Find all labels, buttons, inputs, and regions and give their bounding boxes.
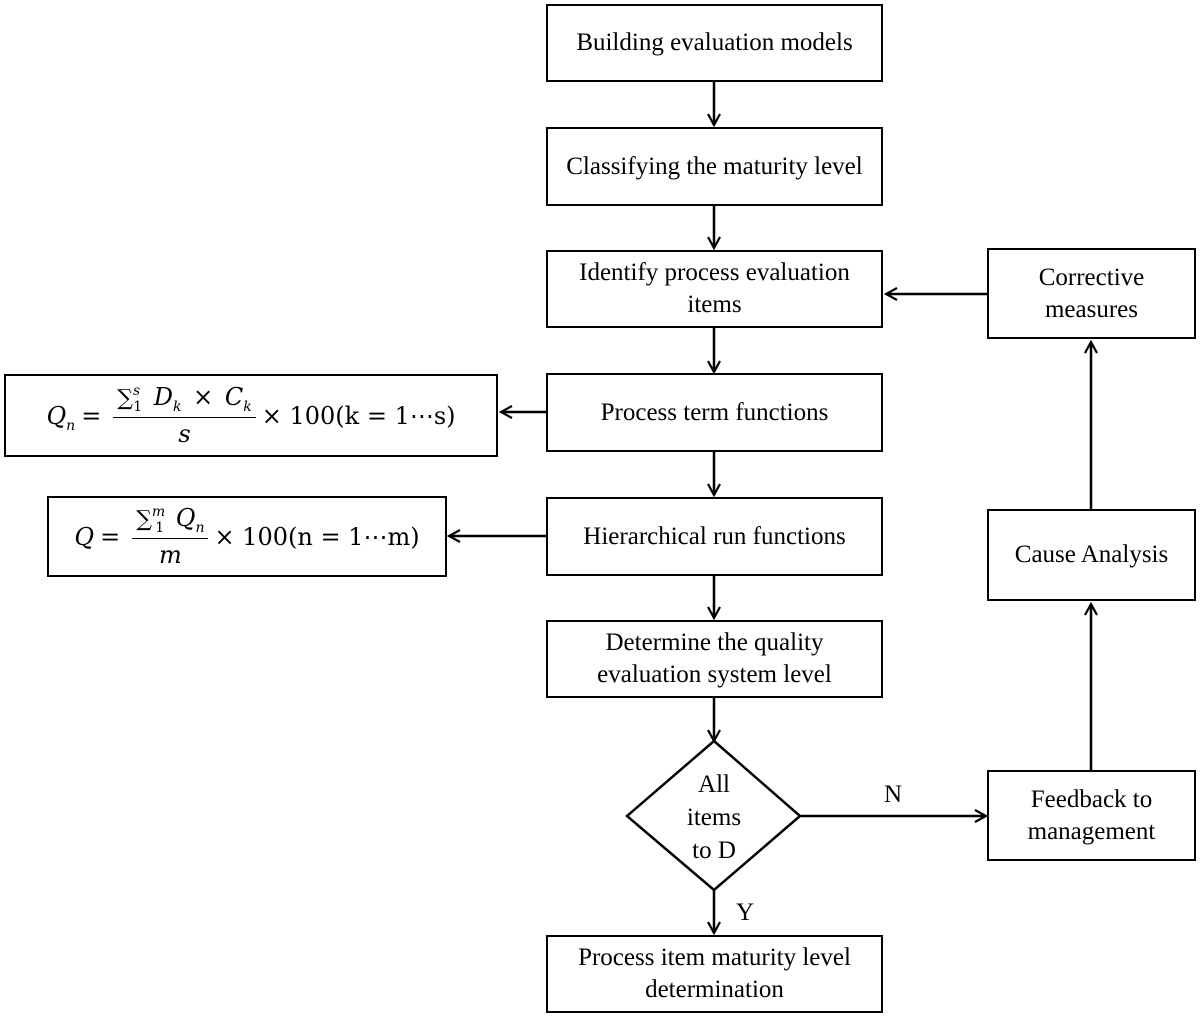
decision-label: All items to D	[664, 768, 764, 867]
node-building-evaluation-models: Building evaluation models	[546, 4, 883, 82]
node-building-label: Building evaluation models	[576, 29, 853, 56]
f1-equals: =	[81, 401, 102, 430]
f1-lhs: Qn	[46, 401, 76, 434]
decision-line-1: All	[698, 771, 730, 798]
decision-line-3: to D	[692, 837, 736, 864]
node-corrective-measures: Corrective measures	[987, 248, 1196, 339]
f2-tail: × 100(n = 1⋯m)	[214, 522, 420, 551]
node-cause-label: Cause Analysis	[1014, 541, 1169, 568]
node-corrective-label: Corrective measures	[1038, 263, 1145, 323]
node-identify-process-items: Identify process evaluation items	[546, 250, 883, 328]
f1-numerator: ∑s1 Dk × Ck	[113, 383, 256, 418]
node-identify-label: Identify process evaluation items	[579, 259, 850, 318]
node-feedback-label: Feedback to management	[1027, 785, 1156, 845]
f1-fraction: ∑s1 Dk × Ck s	[113, 383, 256, 448]
node-classifying-label: Classifying the maturity level	[566, 152, 863, 180]
formula-hierarchical: Q = ∑m1 Qn m × 100(n = 1⋯m)	[47, 496, 447, 577]
node-determine-system-level: Determine the quality evaluation system …	[546, 620, 883, 698]
node-process-term-label: Process term functions	[600, 398, 829, 426]
f2-equals: =	[100, 522, 121, 551]
formula-process-term: Qn = ∑s1 Dk × Ck s × 100(k = 1⋯s)	[4, 374, 498, 457]
f2-numerator: ∑m1 Qn	[132, 504, 209, 539]
f2-denominator: m	[158, 541, 182, 569]
node-determine-label: Determine the quality evaluation system …	[597, 629, 832, 688]
f2-fraction: ∑m1 Qn m	[132, 504, 209, 569]
f2-lhs: Q	[74, 522, 95, 551]
decision-line-2: items	[686, 804, 742, 831]
branch-label-no: N	[884, 781, 903, 808]
branch-label-yes: Y	[736, 899, 755, 926]
node-cause-analysis: Cause Analysis	[987, 509, 1196, 601]
node-classifying-maturity-level: Classifying the maturity level	[546, 127, 883, 206]
node-process-item-maturity: Process item maturity level determinatio…	[546, 935, 883, 1013]
f1-denominator: s	[178, 420, 191, 448]
node-feedback-to-management: Feedback to management	[987, 770, 1196, 861]
decision-diamond	[625, 739, 802, 892]
node-process-term-functions: Process term functions	[546, 373, 883, 452]
node-process-item-label: Process item maturity level determinatio…	[578, 944, 851, 1003]
node-hierarchical-run-functions: Hierarchical run functions	[546, 497, 883, 576]
node-hierarchical-label: Hierarchical run functions	[583, 522, 846, 550]
f1-tail: × 100(k = 1⋯s)	[261, 401, 456, 430]
